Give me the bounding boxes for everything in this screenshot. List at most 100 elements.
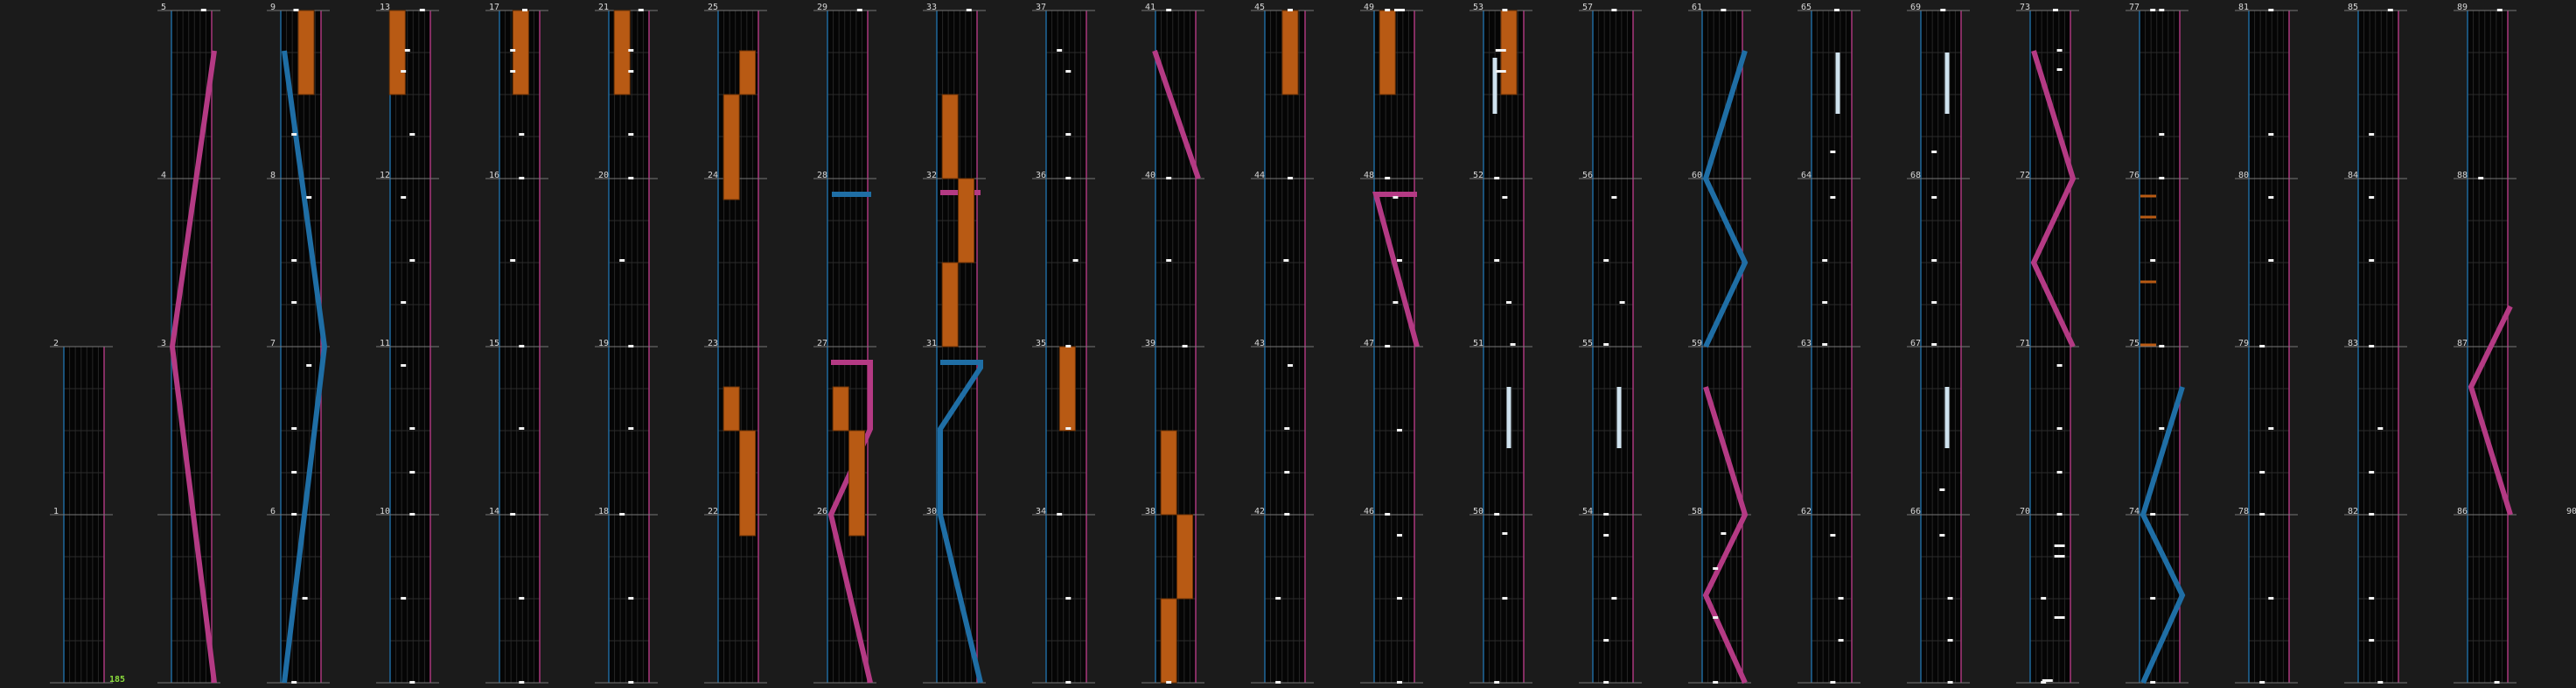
measure-number: 8	[270, 171, 276, 180]
chart-column-17	[1798, 10, 1860, 684]
chart-column-13	[1360, 10, 1423, 684]
note	[2369, 133, 2375, 136]
measure-number: 32	[926, 171, 937, 180]
measure-number: 51	[1473, 339, 1483, 348]
chart-column-2	[157, 10, 220, 684]
measure-number: 7	[270, 339, 276, 348]
long-note	[2140, 280, 2156, 284]
note	[2159, 427, 2165, 430]
note	[291, 427, 297, 430]
note	[2268, 9, 2274, 11]
note	[2056, 513, 2063, 516]
note	[409, 427, 415, 430]
note	[856, 9, 862, 11]
note	[1166, 177, 1172, 179]
measure-number: 35	[1036, 339, 1046, 348]
note	[291, 133, 297, 136]
measure-number: 81	[2238, 3, 2249, 12]
note	[1502, 196, 1508, 199]
note	[2369, 513, 2375, 516]
note	[1721, 9, 1727, 11]
note	[2052, 9, 2058, 11]
note	[1502, 9, 1508, 11]
measure-number: 49	[1364, 3, 1374, 12]
note	[1065, 681, 1072, 684]
note	[519, 177, 525, 179]
note	[1830, 151, 1836, 153]
long-note	[1835, 53, 1840, 114]
note	[1947, 639, 1953, 642]
measure-number: 64	[1801, 171, 1812, 180]
note	[409, 681, 415, 684]
measure-number: 16	[489, 171, 499, 180]
note	[1396, 259, 1402, 262]
measure-number: 44	[1254, 171, 1265, 180]
note	[401, 70, 407, 73]
note	[291, 471, 297, 474]
note	[1931, 343, 1937, 346]
note	[519, 345, 525, 348]
scratch-line	[2030, 50, 2077, 348]
note	[2056, 68, 2063, 71]
note	[1603, 639, 1609, 642]
note	[401, 301, 407, 304]
note	[1385, 345, 1391, 348]
note	[1182, 345, 1188, 348]
scratch-line	[2140, 386, 2186, 684]
note	[1611, 196, 1617, 199]
note	[1284, 471, 1290, 474]
scratch-line	[1702, 50, 1749, 348]
note	[2150, 513, 2156, 516]
note	[291, 513, 297, 516]
note	[628, 70, 634, 73]
measure-number: 37	[1036, 3, 1046, 12]
note	[1494, 259, 1500, 262]
measure-number: 1	[53, 507, 59, 516]
note	[1057, 513, 1063, 516]
measure-number: 15	[489, 339, 499, 348]
measure-number: 65	[1801, 3, 1812, 12]
measure-number: 74	[2129, 507, 2140, 516]
note	[1494, 681, 1500, 684]
note	[1502, 532, 1508, 535]
measure-number: 59	[1692, 339, 1702, 348]
chart-column-15	[1579, 10, 1642, 684]
note	[2150, 681, 2156, 684]
note	[1838, 597, 1844, 600]
note	[1166, 681, 1172, 684]
measure-number: 87	[2457, 339, 2468, 348]
scratch-line	[2468, 305, 2513, 516]
note	[628, 49, 634, 52]
note	[409, 471, 415, 474]
measure-number: 66	[1910, 507, 1921, 516]
note	[619, 259, 625, 262]
scratch-line	[1372, 192, 1420, 348]
note	[409, 133, 415, 136]
note	[2054, 544, 2065, 547]
long-note	[1160, 430, 1177, 516]
note	[2159, 133, 2165, 136]
scratch-line	[1702, 386, 1749, 684]
measure-number: 36	[1036, 171, 1046, 180]
measure-number: 83	[2348, 339, 2358, 348]
note	[619, 513, 625, 516]
note	[628, 427, 634, 430]
long-note	[1281, 10, 1299, 95]
chart-column-8	[813, 10, 876, 684]
note	[404, 49, 410, 52]
note	[401, 364, 407, 367]
measure-number: 30	[926, 507, 937, 516]
measure-number: 13	[380, 3, 390, 12]
chart-column-1	[50, 346, 113, 684]
note	[2159, 345, 2165, 348]
long-note	[1944, 387, 1950, 448]
note	[2369, 345, 2375, 348]
long-note	[941, 262, 959, 348]
measure-number: 12	[380, 171, 390, 180]
long-note	[1944, 53, 1950, 114]
note	[1939, 534, 1945, 537]
note	[1287, 177, 1293, 179]
note	[2268, 133, 2274, 136]
note	[521, 9, 527, 11]
long-note	[739, 430, 757, 537]
